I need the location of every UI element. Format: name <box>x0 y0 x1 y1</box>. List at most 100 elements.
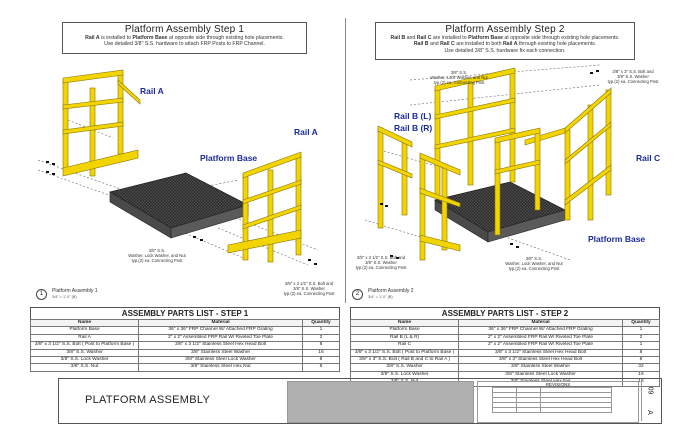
step1-callout-rail-a-top: Rail A <box>140 86 164 96</box>
cell-material: 3/8" Stainless Steel Lock Washer <box>138 355 303 365</box>
cell-quantity: 16 <box>621 378 661 387</box>
header-quantity: Quantity <box>301 318 341 328</box>
platform-base-shape <box>108 172 250 239</box>
step2-desc2-rail-a: Rail A <box>502 41 518 48</box>
cell-quantity: 32 <box>621 363 661 372</box>
parts-list-step1-title: ASSEMBLY PARTS LIST - STEP 1 <box>30 307 340 319</box>
step2-desc2-rail-b: Rail B <box>413 41 429 48</box>
title-block: PLATFORM ASSEMBLY REVISIONS 09 A <box>58 378 662 424</box>
sheet-number-block: 09 A <box>641 381 660 421</box>
step1-desc-line2: Use detailed 3/8" S.S. hardware to attac… <box>104 41 265 48</box>
cell-material: 3/8" x 3" Stainless Steel Hex Head Bolt <box>458 355 623 365</box>
step2-header-box: Platform Assembly Step 2 Rail B and Rail… <box>375 22 635 60</box>
revisions-block: REVISIONS <box>477 381 639 423</box>
step1-drawing <box>37 69 319 266</box>
step2-note-bottom-washer: 3/8" S.S. Washer, Lock Washer, and Nut t… <box>505 256 563 271</box>
drawing-title: PLATFORM ASSEMBLY <box>85 394 211 406</box>
cell-name: Rail C <box>349 341 460 350</box>
cell-material: 2" x 2" Assembled FRP Rail W/ Riveted To… <box>458 341 623 350</box>
step1-title: Platform Assembly Step 1 <box>124 24 245 35</box>
cell-material: 2" x 2" Assembled FRP Rail W/ Riveted To… <box>458 333 623 343</box>
step2-caption-label: Platform Assembly 2 <box>368 288 414 294</box>
rail-b-left-shape <box>377 125 413 229</box>
cell-name: Platform Base <box>349 326 460 335</box>
step1-callout-platform-base: Platform Base <box>200 153 258 163</box>
step2-caption-number: 2 <box>352 289 363 300</box>
rail-a-back-shape <box>434 67 516 199</box>
cell-name: 3/8" x 3 1/2" S.S. Bolt ( Post to Platfo… <box>349 348 460 357</box>
cell-name: 3/8" x 3 1/2" S.S. Bolt ( Post to Platfo… <box>29 341 140 350</box>
cell-name: 3/8" S.S. Nut <box>29 363 140 372</box>
cell-material: 2" x 2" Assembled FRP Rail W/ Riveted To… <box>138 333 303 343</box>
cell-material: 36" x 36" FRP Channel W/ Attached FRP Gr… <box>458 326 623 335</box>
cell-material: 36" x 36" FRP Channel W/ Attached FRP Gr… <box>138 326 303 335</box>
sheet-number: 09 <box>646 386 654 395</box>
step2-callout-rail-c: Rail C <box>636 153 661 163</box>
header-name: Name <box>29 318 140 328</box>
rail-c-shape <box>524 87 612 221</box>
step2-desc-text-2: are installed to <box>431 35 469 41</box>
step1-desc-text: is installed to <box>99 35 133 41</box>
table-header-row: Name Material Quantity <box>29 318 341 328</box>
cell-quantity: 16 <box>301 348 341 357</box>
step1-description: Rail A is installed to Platform Base at … <box>63 35 306 48</box>
parts-list-step1: ASSEMBLY PARTS LIST - STEP 1 Name Materi… <box>29 307 341 372</box>
step2-desc2-text: and <box>428 41 441 48</box>
rail-a-right-shape <box>227 151 302 263</box>
header-material: Material <box>138 318 303 328</box>
header-material: Material <box>458 318 623 328</box>
step1-desc-platform-base: Platform Base <box>132 35 168 41</box>
cell-name: Rail B (L & R) <box>349 333 460 343</box>
rail-b-right-shape <box>419 152 461 261</box>
cell-material: 3/8" x 3 1/2" Stainless Steel Hex Head B… <box>138 341 303 350</box>
step1-callout-rail-a-right: Rail A <box>294 127 318 137</box>
cell-material: 3/8" Stainless Steel Hex Nut <box>138 363 303 372</box>
table-row: 3/8" x 3 1/2" S.S. Bolt ( Post to Platfo… <box>349 348 661 357</box>
revisions-label: REVISIONS <box>545 382 571 387</box>
step2-desc2-text-3: through existing hole placements. <box>517 41 597 48</box>
step2-note-top-washer: 3/8" S.S. Washer, Lock Washer, and Nut t… <box>430 70 488 85</box>
rail-a-left-shape <box>62 69 141 177</box>
step2-desc-text: and <box>405 35 417 41</box>
header-quantity: Quantity <box>621 318 661 328</box>
cell-material: 3/8" Stainless Steel Washer <box>458 363 623 372</box>
cell-quantity: 8 <box>301 363 341 372</box>
step2-note-left-bolt: 3/8" x 3 1/2" S.S. Bolt and 3/8" S.S. Wa… <box>355 255 407 270</box>
logo-pattern-area <box>287 381 474 423</box>
table-row: 3/8" x 3 1/2" S.S. Bolt ( Post to Platfo… <box>29 341 341 350</box>
step1-header-box: Platform Assembly Step 1 Rail A is insta… <box>62 22 307 54</box>
step1-bolt-note: 3/8" x 3 1/2" S.S. Bolt and 3/8" S.S. Wa… <box>283 281 335 296</box>
table-row: 3/8" x 3" S.S. Bolt ( Rail B and C to Ra… <box>349 355 661 365</box>
step2-callout-rail-b-r: Rail B (R) <box>394 123 433 133</box>
step2-caption-scale: 3/4" = 1'-0" (B) <box>368 295 393 299</box>
parts-list-step2: ASSEMBLY PARTS LIST - STEP 2 Name Materi… <box>349 307 661 387</box>
revisions-table <box>492 387 613 413</box>
step2-description: Rail B and Rail C are installed to Platf… <box>376 35 634 54</box>
cell-quantity: 8 <box>301 341 341 350</box>
table-row: Rail B (L & R)2" x 2" Assembled FRP Rail… <box>349 333 661 343</box>
step2-title: Platform Assembly Step 2 <box>445 24 565 35</box>
parts-list-step2-title: ASSEMBLY PARTS LIST - STEP 2 <box>350 307 660 319</box>
step1-desc-text-2: at opposite side through existing hole p… <box>167 35 284 41</box>
sheet-revision: A <box>645 410 653 415</box>
cell-name: 3/8" S.S. Washer <box>29 348 140 357</box>
hardware-markers-2 <box>380 70 599 259</box>
step2-desc-rail-c: Rail C <box>416 35 432 41</box>
cell-quantity: 8 <box>621 348 661 357</box>
step2-drawing <box>364 64 612 261</box>
step2-desc2-text-2: are installed to both <box>454 41 503 48</box>
table-header-row: Name Material Quantity <box>349 318 661 328</box>
cell-quantity: 2 <box>621 333 661 343</box>
cell-name: 3/8" S.S. Lock Washer <box>29 355 140 365</box>
cell-quantity: 8 <box>301 355 341 365</box>
cell-name: 3/8" x 3" S.S. Bolt ( Rail B and C to Ra… <box>349 355 460 365</box>
